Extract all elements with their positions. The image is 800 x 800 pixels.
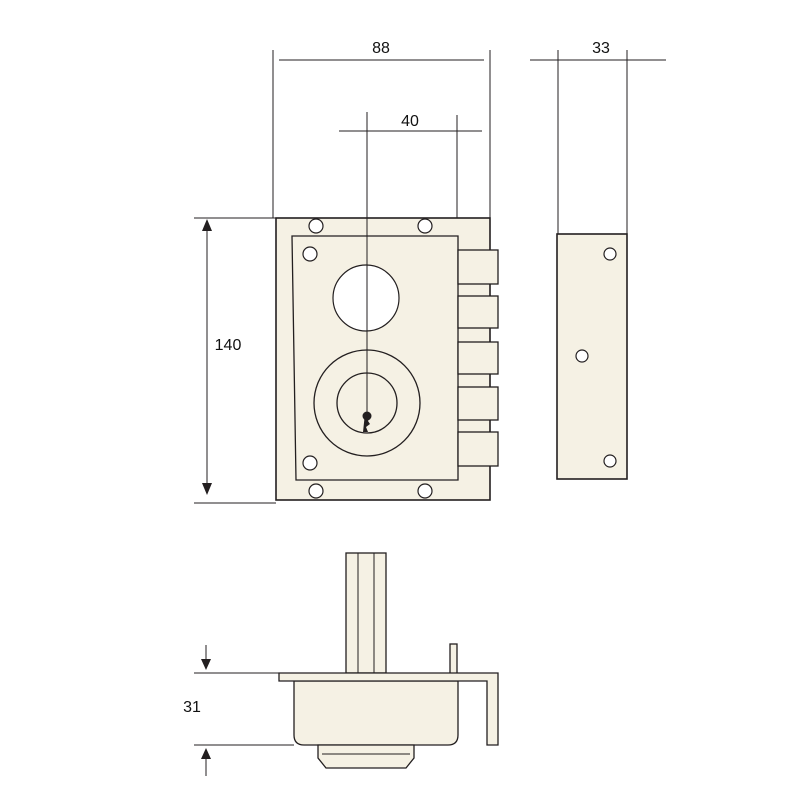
dimension-lines xyxy=(194,50,666,776)
spindle xyxy=(345,552,387,674)
bolt xyxy=(457,431,499,467)
screw-hole xyxy=(302,455,318,471)
screw-holes xyxy=(302,218,433,499)
side-plate xyxy=(556,233,628,480)
screw-hole xyxy=(417,483,433,499)
thickness-dimension-label: 31 xyxy=(183,699,201,716)
screw-hole xyxy=(308,483,324,499)
screw-hole xyxy=(417,218,433,234)
screw-hole xyxy=(603,247,617,261)
side-view xyxy=(556,233,628,480)
depth-dimension-label: 33 xyxy=(592,40,610,57)
screw-hole xyxy=(603,454,617,468)
height-dimension-label: 140 xyxy=(215,337,242,354)
backset-dimension-label: 40 xyxy=(401,113,419,130)
latch-pin xyxy=(449,643,458,675)
screw-hole xyxy=(308,218,324,234)
knob-hole xyxy=(332,264,400,332)
front-view xyxy=(275,112,499,501)
bolt xyxy=(457,386,499,421)
bolt xyxy=(457,249,499,285)
bolt xyxy=(457,341,499,375)
bottom-view xyxy=(278,552,499,769)
width-dimension-label: 88 xyxy=(372,40,390,57)
cylinder-bottom xyxy=(317,744,415,769)
bolt xyxy=(457,295,499,329)
screw-hole xyxy=(575,349,589,363)
flange xyxy=(278,672,499,746)
screw-hole xyxy=(302,246,318,262)
bolts xyxy=(457,249,499,467)
case-body xyxy=(293,680,459,746)
